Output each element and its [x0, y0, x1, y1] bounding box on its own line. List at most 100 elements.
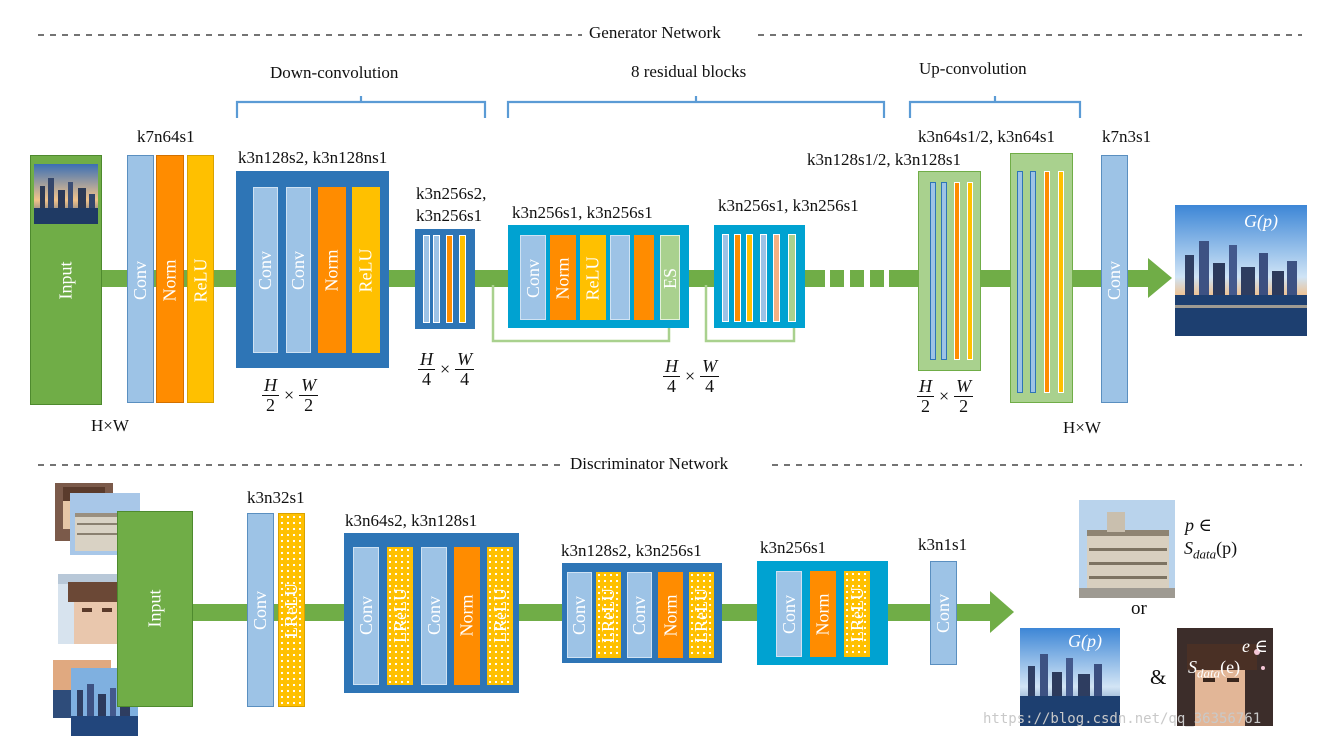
up1-norm: [954, 182, 960, 360]
d1-lrelu-2-label: LReLU: [489, 587, 510, 643]
up2-label: k3n64s1/2, k3n64s1: [918, 127, 1055, 146]
k7n3s1-label: k7n3s1: [1102, 127, 1152, 146]
k3n256s1-label: k3n256s1: [416, 206, 483, 225]
discriminator-arrow-head: [990, 591, 1014, 633]
up2-relu: [1058, 171, 1064, 393]
res1-conv-1-label: Conv: [522, 258, 543, 298]
k3n128s2-label: k3n128s2, k3n128ns1: [238, 148, 388, 167]
skip-connection-1: [491, 285, 671, 343]
d2-lrelu-2-label: LReLU: [691, 587, 712, 643]
d1-lrelu-1-label: LReLU: [389, 587, 410, 643]
amp-label: &: [1150, 665, 1167, 689]
d3-conv-label: Conv: [778, 594, 799, 634]
e-in-label: e ∈: [1242, 636, 1268, 656]
residual-label: 8 residual blocks: [631, 62, 747, 81]
output-city-image: [1175, 205, 1307, 336]
disc-output-anime-image: [1177, 628, 1273, 726]
disc-output-gp-image: [1020, 628, 1120, 726]
down-norm-label: Norm: [321, 249, 342, 291]
res2-bar-2: [734, 234, 741, 322]
output-size-label: H×W: [1063, 418, 1101, 437]
generator-input-label: Input: [55, 261, 76, 299]
res1-norm-label: Norm: [552, 257, 573, 299]
k7n64s1-label: k7n64s1: [137, 127, 195, 146]
down-conv-2: [286, 187, 311, 353]
d3-norm-label: Norm: [812, 593, 833, 635]
g-norm-1-label: Norm: [159, 259, 180, 301]
disc-output-photo: [1079, 500, 1175, 598]
res2-bar-4: [760, 234, 767, 322]
pipe-dash-2: [850, 270, 864, 287]
pipe-dash-1: [830, 270, 844, 287]
d1-conv-2: [421, 547, 447, 685]
g-relu-1: [187, 155, 214, 403]
d2-conv-2: [627, 572, 652, 658]
k3n256s1-disc-label: k3n256s1: [760, 538, 827, 557]
d-lrelu-1: [278, 513, 305, 707]
d2-norm-label: Norm: [660, 594, 680, 636]
residual-bracket: [506, 96, 886, 118]
d-conv-1-label: Conv: [250, 590, 271, 630]
watermark: https://blog.csdn.net/qq_36356761: [983, 711, 1262, 727]
g-conv-final-label: Conv: [1104, 260, 1125, 300]
up-conv-bracket: [908, 96, 1082, 118]
res1-relu: [580, 235, 606, 320]
res1-norm-2: [634, 235, 654, 320]
down-relu: [352, 187, 380, 353]
res1-es: [660, 235, 680, 320]
d1-lrelu-2: [487, 547, 513, 685]
disc-input-image-3: [53, 660, 138, 736]
d2-norm: [658, 572, 683, 658]
k3n64s2-label: k3n64s2, k3n128s1: [345, 511, 478, 530]
k3n128s2-disc-label: k3n128s2, k3n256s1: [561, 541, 702, 560]
up1-relu: [967, 182, 973, 360]
k3n1s1-label: k3n1s1: [918, 535, 968, 554]
d-conv-final: [930, 561, 957, 665]
generator-title: Generator Network: [586, 23, 724, 43]
d1-norm: [454, 547, 480, 685]
res2-bar-3: [746, 234, 753, 322]
d1-norm-label: Norm: [456, 594, 477, 636]
res1-conv-1: [520, 235, 546, 320]
g-conv-final: [1101, 155, 1128, 403]
res2-bar-6: [788, 234, 796, 322]
down-norm: [318, 187, 346, 353]
res1-conv-2: [610, 235, 630, 320]
d-conv-final-label: Conv: [933, 593, 954, 633]
d3-norm: [810, 571, 836, 657]
d2-lrelu-1: [596, 572, 621, 658]
d-conv-1: [247, 513, 274, 707]
down-conv-label: Down-convolution: [270, 63, 399, 82]
k3n256s2-conv-1: [423, 235, 430, 323]
k3n32s1-label: k3n32s1: [247, 488, 305, 507]
down-conv-2-label: Conv: [288, 250, 309, 290]
res1-norm: [550, 235, 576, 320]
up2-norm: [1044, 171, 1050, 393]
k3n256s2-norm: [446, 235, 453, 323]
g-conv-1-label: Conv: [130, 260, 151, 300]
disc-input-block: [117, 511, 193, 707]
res1-label: k3n256s1, k3n256s1: [512, 203, 653, 222]
p-in-label: p ∈: [1185, 515, 1212, 535]
d1-lrelu-1: [387, 547, 413, 685]
d2-conv-2-label: Conv: [629, 595, 650, 635]
g-conv-1: [127, 155, 154, 403]
d2-lrelu-1-label: LReLU: [598, 587, 619, 643]
input-size-label: H×W: [91, 416, 129, 435]
up1-conv-1: [930, 182, 936, 360]
d-lrelu-1-label: LReLU: [281, 582, 302, 638]
down-relu-label: ReLU: [355, 248, 376, 292]
res2-label: k3n256s1, k3n256s1: [718, 196, 859, 215]
output-gp-label: G(p): [1244, 211, 1278, 231]
res1-es-label: ES: [659, 267, 680, 289]
d3-lrelu: [844, 571, 870, 657]
or-label: or: [1131, 598, 1147, 619]
up1-label: k3n128s1/2, k3n128s1: [807, 150, 961, 169]
k3n256s2-conv-2: [433, 235, 440, 323]
d2-conv-1: [567, 572, 592, 658]
down-conv-1-label: Conv: [255, 250, 276, 290]
k3n256s2-relu: [459, 235, 466, 323]
